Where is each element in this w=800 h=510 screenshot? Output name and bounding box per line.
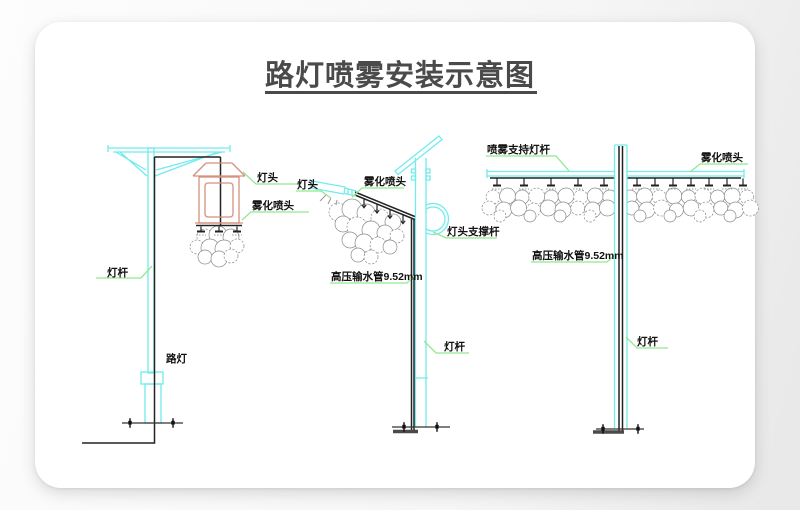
mist-cloud-middle <box>328 198 405 265</box>
left-ground-bolts <box>128 418 175 428</box>
left-water-pipe <box>82 156 222 444</box>
cloud-puff <box>553 209 567 223</box>
anchor-bolt-nut <box>636 426 640 431</box>
right-spray-nozzles <box>492 178 748 190</box>
leader-line <box>625 336 668 349</box>
nozzle-tip <box>387 215 393 220</box>
label-middle-lamp-pole: 灯杆 <box>444 340 465 353</box>
label-right-atomizing-nozzle: 雾化喷头 <box>700 151 743 164</box>
label-lamp-head-support-rod: 灯头支撑杆 <box>447 225 500 238</box>
cloud-puff <box>389 228 405 244</box>
cloud-puff <box>570 200 586 216</box>
leader-line <box>351 187 404 198</box>
cloud-puff <box>723 187 741 205</box>
cloud-puff <box>223 248 239 264</box>
nozzle-tip <box>400 220 406 225</box>
middle-spray-nozzles <box>361 198 406 225</box>
left-spray-nozzles <box>196 226 242 236</box>
cloud-puff <box>586 187 604 205</box>
label-left-atomizing-nozzle: 雾化喷头 <box>251 199 294 212</box>
left-lamp-base <box>144 383 162 424</box>
leader-line <box>330 275 415 284</box>
solar-panel <box>394 135 443 176</box>
mist-cloud-left <box>189 225 245 268</box>
anchor-bolt-nut <box>171 420 175 425</box>
title-underline <box>265 91 537 94</box>
label-right-water-pipe: 高压输水管9.52mm <box>532 249 624 262</box>
label-spray-support-pole: 喷雾支持灯杆 <box>487 143 550 156</box>
cloud-puff <box>481 200 497 216</box>
cloud-puff <box>663 209 677 223</box>
cloud-puff <box>665 187 683 205</box>
cloud-puff <box>493 209 507 223</box>
cloud-puff <box>499 187 516 205</box>
right-lamp-pole <box>614 145 627 428</box>
cloud-puff <box>742 199 759 217</box>
cloud-puff <box>636 187 653 205</box>
right-lamp-pole-lines <box>613 144 628 428</box>
middle-lamp-head <box>310 180 357 197</box>
cloud-puff <box>633 209 647 223</box>
middle-lamp-pole-lines <box>413 158 428 427</box>
cloud-puff <box>528 187 546 205</box>
middle-ground-bolts <box>402 422 439 432</box>
cloud-puff <box>539 199 557 217</box>
leader-line <box>486 155 570 172</box>
nozzle-tip <box>374 209 380 214</box>
lantern-lamp-head <box>192 162 246 224</box>
cloud-puff <box>694 187 712 205</box>
anchor-bolt-nut <box>601 426 605 431</box>
right-water-pipe <box>618 146 624 432</box>
light-rays <box>319 194 338 206</box>
cloud-puff <box>350 247 366 263</box>
cloud-puff <box>197 249 213 265</box>
mist-cloud-right <box>481 187 759 223</box>
leader-line <box>96 265 153 279</box>
label-left-lamp-pole: 灯杆 <box>107 266 128 279</box>
left-street-lamp: 灯头 雾化喷头 灯杆 路灯 <box>82 145 309 444</box>
label-left-lamp-head: 灯头 <box>257 171 278 184</box>
left-lamp-base-collar <box>140 371 164 385</box>
left-lamp-braces <box>115 151 223 177</box>
label-middle-atomizing-nozzle: 雾化喷头 <box>363 175 406 188</box>
label-middle-lamp-head: 灯头 <box>297 178 318 191</box>
nozzle-tip <box>361 204 367 209</box>
leader-line <box>242 171 301 185</box>
cloud-puff <box>523 209 537 223</box>
left-lamp-pole <box>147 147 155 374</box>
anchor-bolt-nut <box>402 424 406 429</box>
leader-line <box>531 253 617 263</box>
leader-line <box>689 163 748 173</box>
cloud-puff <box>382 239 398 255</box>
leader-line <box>432 231 497 239</box>
cloud-puff <box>599 199 616 217</box>
label-middle-water-pipe: 高压输水管9.52mm <box>331 270 423 283</box>
right-street-lamp: 喷雾支持灯杆 雾化喷头 高压输水管9.52mm 灯杆 <box>481 143 759 434</box>
leader-line <box>241 211 309 221</box>
page-title: 路灯喷雾安装示意图 <box>264 60 535 92</box>
middle-lamp-pole <box>415 158 426 427</box>
label-right-lamp-pole: 灯杆 <box>637 335 658 348</box>
cloud-puff <box>557 187 575 205</box>
leader-line <box>423 340 469 354</box>
middle-street-lamp: 灯头 雾化喷头 灯头支撑杆 高压输水管9.52mm 灯杆 <box>296 135 500 434</box>
middle-water-pipe <box>410 219 415 431</box>
cloud-puff <box>723 209 737 223</box>
cloud-puff <box>583 209 597 223</box>
leader-line <box>296 190 332 199</box>
cloud-puff <box>363 249 379 265</box>
right-ground-bolts <box>601 424 640 434</box>
left-lamp-crossbar <box>107 145 231 153</box>
panel-mount-brackets <box>410 168 431 181</box>
nozzle-support-arm <box>354 191 417 221</box>
anchor-bolt-nut <box>435 424 439 429</box>
anchor-bolt-nut <box>128 420 132 425</box>
cloud-puff <box>693 209 707 223</box>
label-street-lamp: 路灯 <box>166 352 187 365</box>
